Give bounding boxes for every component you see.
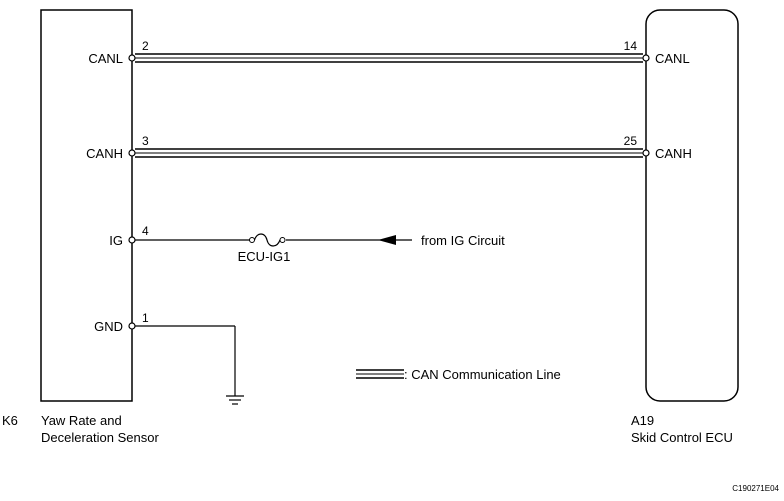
pin-number-ig-left: 4	[142, 224, 149, 238]
terminal-canh-right	[642, 149, 650, 157]
left-component-name-line1: Yaw Rate and	[41, 413, 122, 428]
canl-wire	[135, 53, 643, 63]
legend-can-line-symbol	[356, 369, 404, 379]
terminal-gnd-left	[128, 322, 136, 330]
right-component-code: A19	[631, 413, 654, 428]
left-component-code: K6	[2, 413, 18, 428]
terminal-canl-right	[642, 54, 650, 62]
figure-code: C190271E04	[732, 484, 779, 493]
pin-number-canl-left: 2	[142, 39, 149, 53]
right-component-name: Skid Control ECU	[631, 430, 733, 445]
terminal-ig-left	[128, 236, 136, 244]
fuse-label: ECU-IG1	[238, 249, 291, 264]
terminal-canh-left	[128, 149, 136, 157]
pin-number-canl-right: 14	[624, 39, 638, 53]
left-component-name-line2: Deceleration Sensor	[41, 430, 159, 445]
terminal-label-canh-right: CANH	[655, 146, 692, 161]
terminal-label-ig-left: IG	[109, 233, 123, 248]
canh-wire	[135, 148, 643, 158]
pin-number-canh-left: 3	[142, 134, 149, 148]
ig-source-arrow-icon	[378, 235, 396, 245]
ig-source-label: from IG Circuit	[421, 233, 505, 248]
terminal-label-canl-right: CANL	[655, 51, 690, 66]
terminal-canl-left	[128, 54, 136, 62]
skid-control-ecu-box	[645, 9, 739, 402]
fuse-symbol	[249, 233, 286, 247]
ground-icon	[226, 395, 244, 405]
yaw-rate-sensor-box	[40, 9, 133, 402]
pin-number-gnd-left: 1	[142, 311, 149, 325]
terminal-label-canh-left: CANH	[86, 146, 123, 161]
pin-number-canh-right: 25	[624, 134, 638, 148]
terminal-label-canl-left: CANL	[88, 51, 123, 66]
legend-label: : CAN Communication Line	[404, 367, 561, 382]
gnd-wire	[135, 325, 236, 396]
terminal-label-gnd-left: GND	[94, 319, 123, 334]
